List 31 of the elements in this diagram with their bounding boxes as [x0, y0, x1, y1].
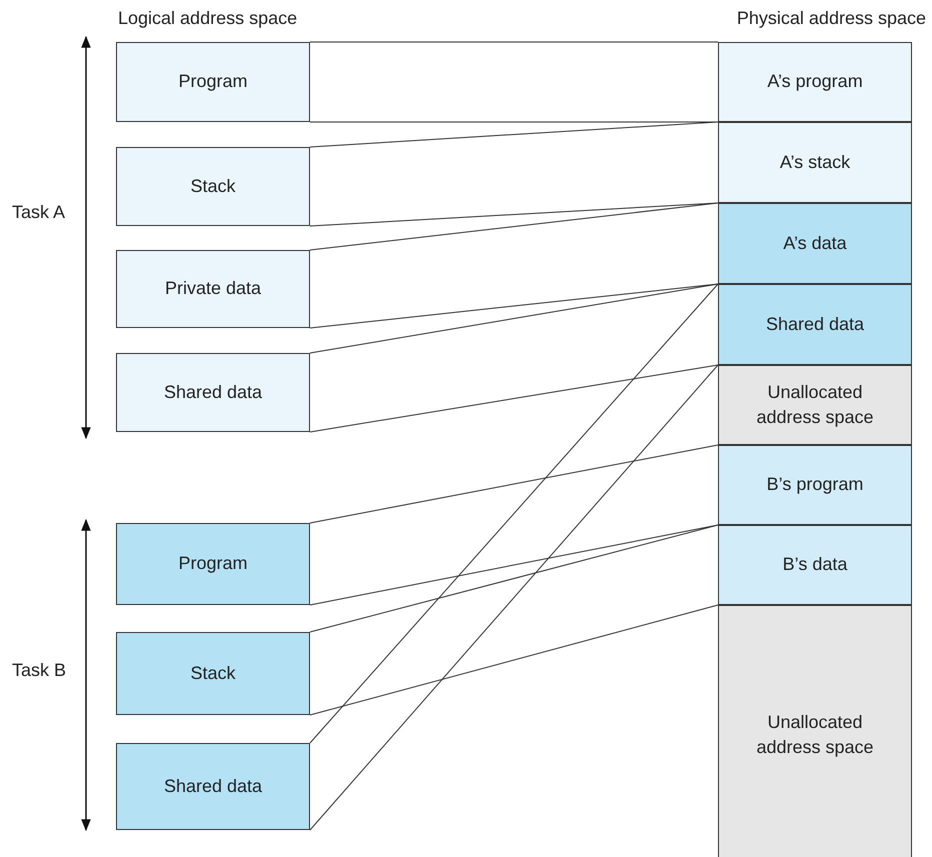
mapping-line [310, 364, 718, 432]
task-label: Task A [12, 202, 66, 223]
mapping-line [310, 284, 718, 354]
memory-segment: A’s data [718, 203, 912, 284]
memory-segment: B’s program [718, 445, 912, 525]
memory-segment: A’s program [718, 42, 912, 122]
column-heading: Logical address space [118, 8, 298, 29]
segment-box: Stack [116, 147, 310, 226]
mapping-line [310, 122, 718, 148]
mapping-line [310, 364, 718, 830]
mapping-line [310, 444, 718, 524]
memory-segment: B’s data [718, 525, 912, 605]
memory-segment: Unallocated address space [718, 605, 912, 857]
mapping-line [310, 524, 718, 606]
mapping-line [310, 284, 718, 328]
memory-segment: Unallocated address space [718, 365, 912, 445]
segment-box: Private data [116, 250, 310, 328]
mapping-line [310, 284, 718, 744]
mapping-line [310, 202, 718, 226]
segment-box: Stack [116, 632, 310, 715]
task-label: Task B [12, 660, 66, 681]
mapping-line [310, 524, 718, 632]
memory-segment: Shared data [718, 284, 912, 365]
column-heading: Physical address space [736, 8, 926, 29]
mapping-line [310, 202, 718, 250]
mapping-line [310, 604, 718, 716]
memory-segment: A’s stack [718, 122, 912, 203]
segment-box: Program [116, 523, 310, 605]
segment-box: Shared data [116, 353, 310, 432]
segment-box: Shared data [116, 743, 310, 830]
segment-box: Program [116, 42, 310, 122]
